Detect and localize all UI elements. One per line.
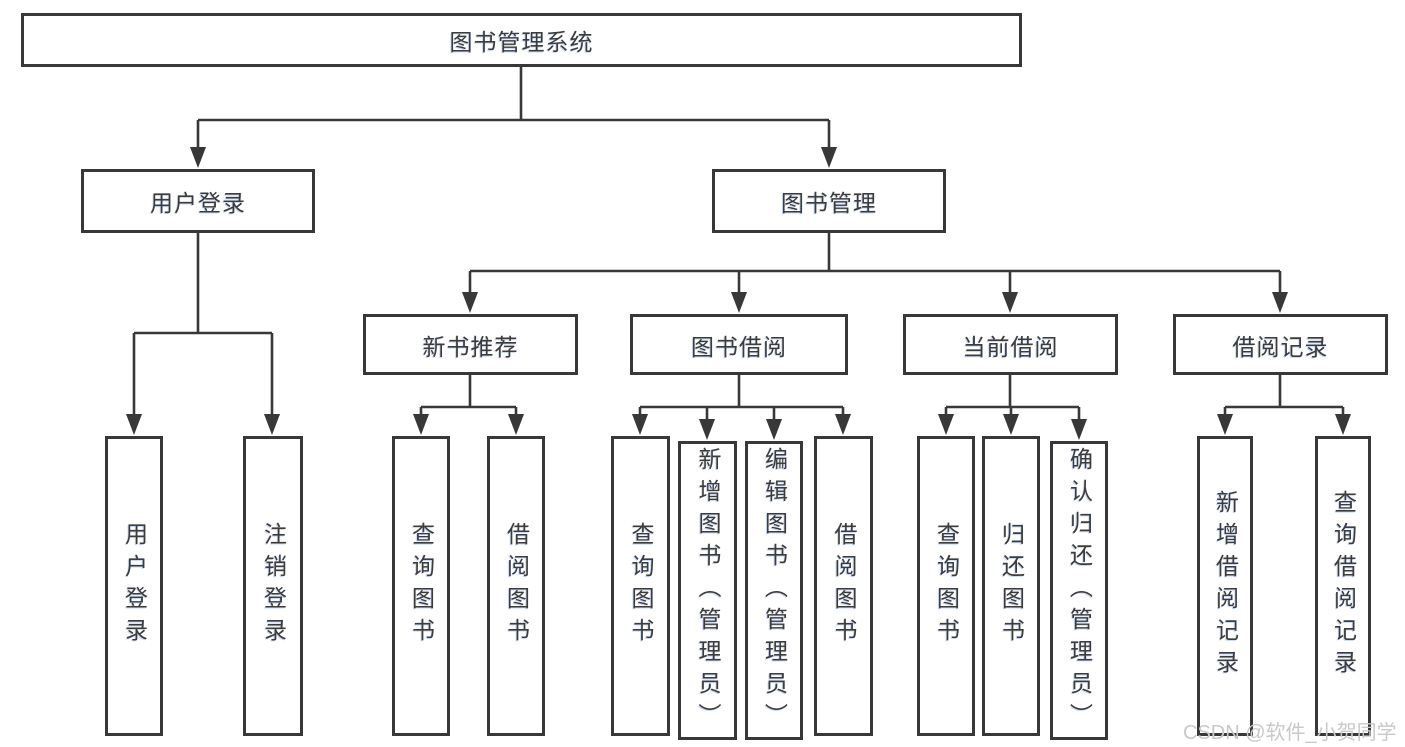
leaf-query-books-2-label: 查询图书 xyxy=(628,522,654,650)
leaf-return-book: 归还图书 xyxy=(982,436,1040,736)
leaf-query-books-3: 查询图书 xyxy=(917,436,975,736)
node-borrowing-records: 借阅记录 xyxy=(1173,314,1388,375)
leaf-borrow-books-1-label: 借阅图书 xyxy=(503,522,530,650)
csdn-watermark: CSDN @软件_小贺同学 xyxy=(1183,722,1397,744)
leaf-edit-book-admin: 编辑图书（管理员） xyxy=(745,441,803,740)
connector-new-book-rec-to-leaves xyxy=(413,375,524,435)
leaf-user-login: 用户登录 xyxy=(105,436,163,736)
connector-current-borrow-to-leaves xyxy=(938,375,1087,440)
leaf-return-book-label: 归还图书 xyxy=(998,522,1025,650)
node-new-book-recommend: 新书推荐 xyxy=(363,314,578,375)
node-book-borrowing: 图书借阅 xyxy=(630,314,848,375)
leaf-logout: 注销登录 xyxy=(243,436,303,736)
leaf-confirm-return-admin: 确认归还（管理员） xyxy=(1050,441,1108,740)
node-book-management: 图书管理 xyxy=(712,169,946,233)
leaf-add-borrow-record: 新增借阅记录 xyxy=(1197,436,1253,736)
leaf-add-borrow-record-label: 新增借阅记录 xyxy=(1212,490,1239,682)
leaf-edit-book-admin-label: 编辑图书（管理员） xyxy=(761,446,788,735)
leaf-query-borrow-record: 查询借阅记录 xyxy=(1315,436,1371,736)
leaf-query-books-3-label: 查询图书 xyxy=(933,522,960,650)
leaf-borrow-books-1: 借阅图书 xyxy=(487,436,545,736)
leaf-add-book-admin-label: 新增图书（管理员） xyxy=(695,446,721,735)
leaf-confirm-return-admin-label: 确认归还（管理员） xyxy=(1066,446,1093,735)
connector-borrow-records-to-leaves xyxy=(1217,375,1351,435)
leaf-borrow-books-2-label: 借阅图书 xyxy=(831,522,857,650)
leaf-query-books-2: 查询图书 xyxy=(611,436,670,736)
leaf-user-login-label: 用户登录 xyxy=(121,522,148,650)
leaf-query-books-1-label: 查询图书 xyxy=(408,522,435,650)
connector-book-borrow-to-leaves xyxy=(632,375,851,440)
leaf-logout-label: 注销登录 xyxy=(260,522,287,650)
node-current-borrowing: 当前借阅 xyxy=(903,314,1118,375)
leaf-query-borrow-record-label: 查询借阅记录 xyxy=(1330,490,1357,682)
leaf-borrow-books-2: 借阅图书 xyxy=(814,436,873,736)
leaf-add-book-admin: 新增图书（管理员） xyxy=(678,441,737,740)
connector-root-to-level2 xyxy=(190,67,837,168)
leaf-query-books-1: 查询图书 xyxy=(392,436,450,736)
node-user-login: 用户登录 xyxy=(81,169,315,233)
node-root-library-system: 图书管理系统 xyxy=(21,13,1022,67)
connector-user-login-to-leaves xyxy=(126,233,280,435)
connector-book-mgmt-to-level3 xyxy=(462,233,1288,313)
